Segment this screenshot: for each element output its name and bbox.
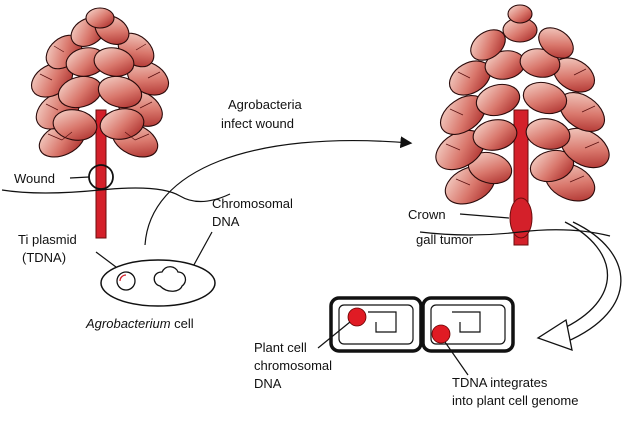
crown-leader-line — [460, 214, 509, 218]
plant-nucleus-right — [432, 325, 450, 343]
plant-cell-left-icon — [331, 298, 421, 351]
plant-nucleus-left — [348, 308, 366, 326]
chromosomal-label-line2: DNA — [212, 214, 240, 229]
infection-arrow-icon — [145, 141, 410, 245]
plant-dna-label-line1: Plant cell — [254, 340, 307, 355]
right-plant-icon — [429, 5, 616, 245]
left-plant-icon — [25, 8, 174, 238]
plant-dna-label-line2: chromosomal — [254, 358, 332, 373]
wound-label: Wound — [14, 171, 55, 186]
wound-leader-line — [70, 177, 89, 178]
ti-plasmid-label-line2: (TDNA) — [22, 250, 66, 265]
plant-dna-label-line3: DNA — [254, 376, 282, 391]
crown-label-line2: gall tumor — [416, 232, 474, 247]
integration-arrow-icon — [538, 222, 621, 350]
tdna-label-line1: TDNA integrates — [452, 375, 548, 390]
crown-label-line1: Crown — [408, 207, 446, 222]
agrobacterium-cell-icon — [101, 260, 215, 306]
ground-line-left — [2, 188, 230, 202]
ti-plasmid-label-line1: Ti plasmid — [18, 232, 77, 247]
plant-cell-right-icon — [423, 298, 513, 351]
chromosomal-label-line1: Chromosomal — [212, 196, 293, 211]
tdna-label-line2: into plant cell genome — [452, 393, 578, 408]
agrobacterium-cell-label: Agrobacterium cell — [85, 316, 194, 331]
infect-label-line1: Agrobacteria — [228, 97, 302, 112]
infect-label-line2: infect wound — [221, 116, 294, 131]
